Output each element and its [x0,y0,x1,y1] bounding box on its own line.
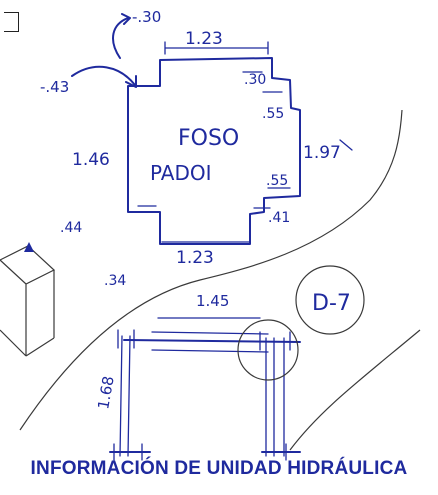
detail-callout-label: D-7 [312,291,351,316]
boundary-curve [19,109,403,431]
dim-left: 1.46 [72,150,110,170]
dim-corner-top-right: .30 [244,72,266,88]
arrow-head-top-left [125,75,137,88]
lower-frame-left [119,335,131,457]
arrow-top-left [71,65,136,86]
lower-frame-right [265,337,285,457]
right-slash [339,139,353,151]
dim-corner-right-upper: .55 [262,106,284,122]
detail-circle-large [237,319,299,381]
dim-lower-span: 1.45 [196,292,229,310]
lower-frame-top [123,339,301,343]
pit-label-foso: FOSO [178,126,239,151]
pit-outline [127,57,301,245]
pit-label-padoi: PADOI [150,161,212,185]
arrow-top [112,17,129,59]
dim-line-top [164,41,269,55]
frame-corner [4,12,19,32]
dim-right: 1.97 [303,143,341,163]
boundary-curve-lower [289,329,421,451]
dim-corner-bottom-right: .41 [268,210,290,226]
dim-corner-top-left-inner: -.43 [40,78,69,96]
footer-title: INFORMACIÓN DE UNIDAD HIDRÁULICA [30,458,408,479]
arrow-head-top [121,13,131,25]
iso-box [0,245,56,357]
dim-top: 1.23 [185,29,223,49]
dim-bottom: 1.23 [176,248,214,268]
dim-corner-bottom-left: .44 [60,220,82,236]
lower-frame-top-2 [151,331,269,353]
dim-below-left: .34 [104,273,126,289]
detail-circle-small [295,265,365,335]
dim-corner-top-left-outer: -.30 [132,8,161,26]
lower-frame-bolts [113,329,291,461]
pit-corner-ticks [137,71,291,209]
triangle-marker [24,242,34,252]
dim-corner-right-lower: .55 [266,173,288,189]
dim-lower-vertical: 1.68 [94,375,118,411]
